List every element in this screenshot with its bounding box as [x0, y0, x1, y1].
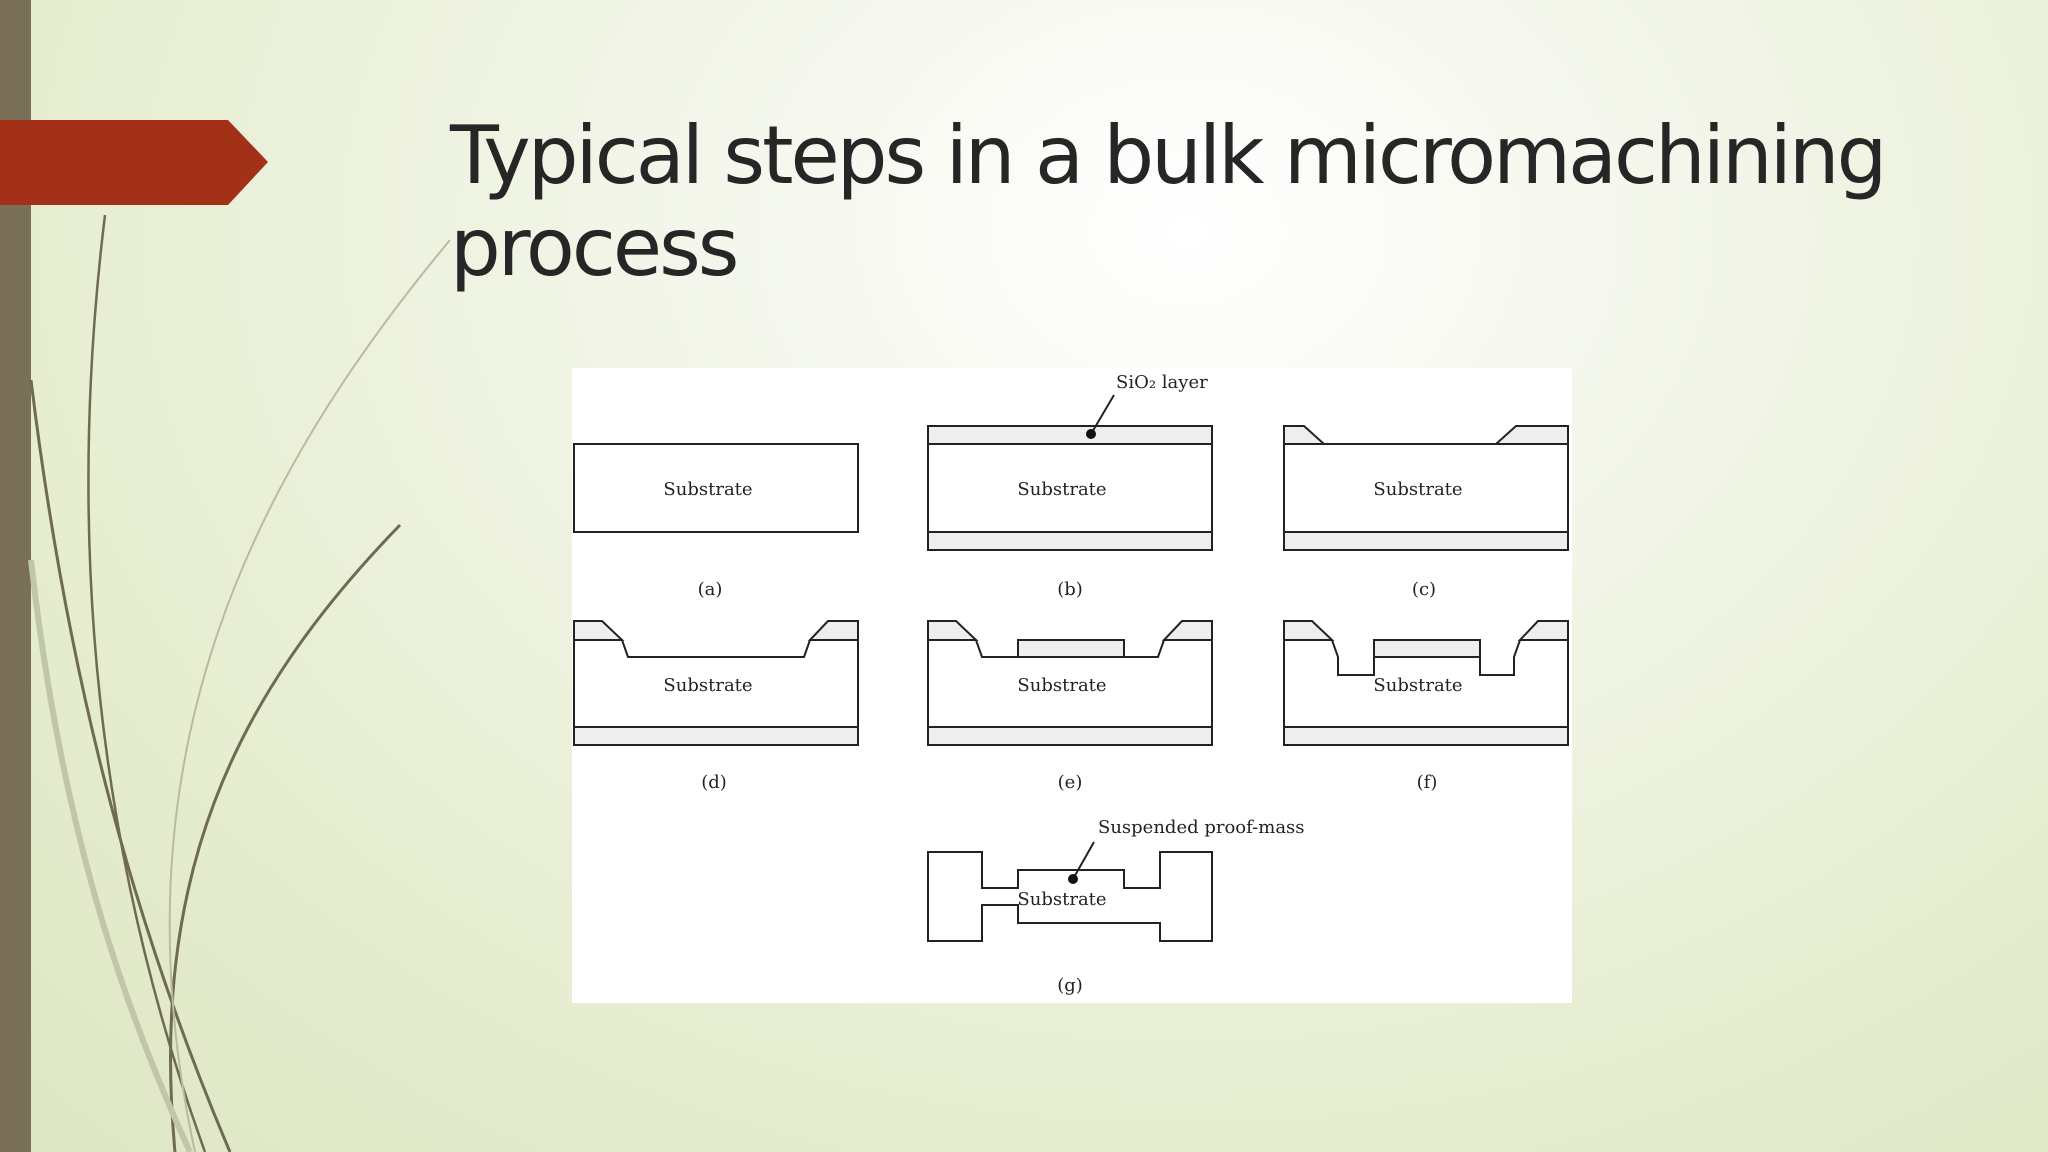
slide-title: Typical steps in a bulk micromachining p…	[450, 109, 1887, 294]
sio2-annotation: SiO₂ layer	[1116, 372, 1208, 393]
caption-e: (e)	[1058, 772, 1083, 793]
process-steps-diagram: Substrate (a) Substrate SiO₂ layer (b) S…	[573, 372, 1569, 996]
caption-g: (g)	[1057, 975, 1083, 996]
substrate-label: Substrate	[663, 479, 752, 500]
step-g: Substrate Suspended proof-mass (g)	[927, 817, 1305, 996]
annotation-dot	[1068, 874, 1078, 884]
substrate-label: Substrate	[1373, 479, 1462, 500]
caption-f: (f)	[1417, 772, 1438, 793]
step-d: Substrate (d)	[573, 620, 859, 793]
annotation-leader	[1072, 841, 1095, 880]
step-e: Substrate (e)	[927, 620, 1213, 793]
caption-d: (d)	[701, 772, 727, 793]
caption-a: (a)	[698, 579, 723, 600]
proof-mass-annotation: Suspended proof-mass	[1098, 817, 1305, 838]
caption-b: (b)	[1057, 579, 1083, 600]
substrate-label: Substrate	[1017, 675, 1106, 696]
substrate-label: Substrate	[663, 675, 752, 696]
sio2-top-layer	[927, 425, 1213, 445]
substrate-label: Substrate	[1017, 889, 1106, 910]
step-b: Substrate SiO₂ layer (b)	[927, 372, 1213, 600]
annotation-dot	[1086, 429, 1096, 439]
step-a: Substrate (a)	[573, 443, 859, 600]
substrate-label: Substrate	[1017, 479, 1106, 500]
annotation-leader	[1090, 394, 1115, 435]
title-arrow-tag	[0, 120, 268, 205]
step-f: Substrate (f)	[1283, 620, 1569, 793]
sio2-bottom-layer	[927, 531, 1213, 551]
decorative-swooshes	[28, 214, 451, 1152]
caption-c: (c)	[1412, 579, 1436, 600]
process-steps-figure: Substrate (a) Substrate SiO₂ layer (b) S…	[572, 368, 1572, 1003]
step-c: Substrate (c)	[1283, 425, 1569, 600]
substrate-label: Substrate	[1373, 675, 1462, 696]
